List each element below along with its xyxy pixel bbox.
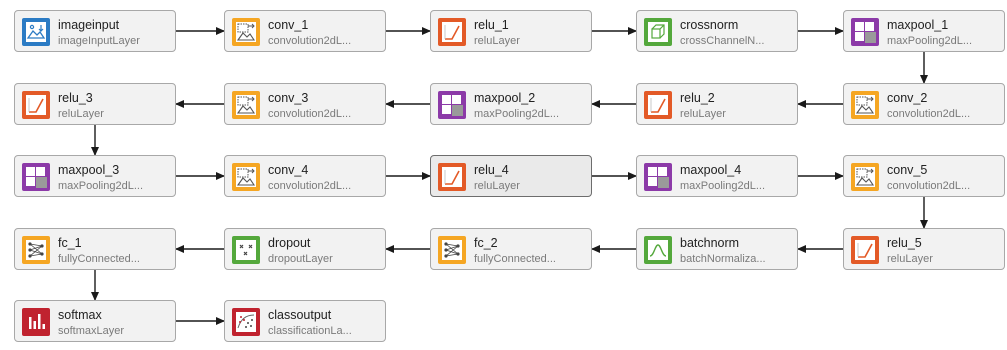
- convolution-icon: [232, 91, 260, 119]
- layer-node-softmax[interactable]: softmax softmaxLayer: [14, 300, 176, 342]
- layer-node-fc-2[interactable]: fc_2 fullyConnected...: [430, 228, 592, 270]
- layer-node-relu-2[interactable]: relu_2 reluLayer: [636, 83, 798, 125]
- dropout-icon: [232, 236, 260, 264]
- layer-node-relu-3[interactable]: relu_3 reluLayer: [14, 83, 176, 125]
- layer-type: fullyConnected...: [474, 253, 556, 265]
- layer-name: maxpool_3: [58, 163, 120, 177]
- layer-name: softmax: [58, 308, 102, 322]
- classification-output-icon: [232, 308, 260, 336]
- layer-name: maxpool_4: [680, 163, 742, 177]
- layer-node-conv-3[interactable]: conv_3 convolution2dL...: [224, 83, 386, 125]
- convolution-icon: [851, 91, 879, 119]
- layer-name: imageinput: [58, 18, 120, 32]
- max-pooling-icon: [851, 18, 879, 46]
- layer-type: maxPooling2dL...: [58, 180, 143, 192]
- layer-name: dropout: [268, 236, 311, 250]
- max-pooling-icon: [644, 163, 672, 191]
- convolution-icon: [851, 163, 879, 191]
- max-pooling-icon: [22, 163, 50, 191]
- layer-type: reluLayer: [474, 35, 520, 47]
- layer-name: relu_5: [887, 236, 922, 250]
- relu-icon: [851, 236, 879, 264]
- layer-node-relu-1[interactable]: relu_1 reluLayer: [430, 10, 592, 52]
- layer-name: relu_3: [58, 91, 93, 105]
- layer-name: maxpool_2: [474, 91, 536, 105]
- softmax-icon: [22, 308, 50, 336]
- layer-type: convolution2dL...: [887, 108, 971, 120]
- layer-node-crossnorm[interactable]: crossnorm crossChannelN...: [636, 10, 798, 52]
- layer-name: conv_5: [887, 163, 928, 177]
- layer-name: fc_1: [58, 236, 82, 250]
- layer-name: conv_1: [268, 18, 309, 32]
- layer-type: reluLayer: [474, 180, 520, 192]
- layer-node-conv-5[interactable]: conv_5 convolution2dL...: [843, 155, 1005, 197]
- layer-node-fc-1[interactable]: fc_1 fullyConnected...: [14, 228, 176, 270]
- layer-type: imageInputLayer: [58, 35, 140, 47]
- layer-type: batchNormaliza...: [680, 253, 766, 265]
- layer-type: fullyConnected...: [58, 253, 140, 265]
- layer-node-conv-1[interactable]: conv_1 convolution2dL...: [224, 10, 386, 52]
- layer-type: maxPooling2dL...: [474, 108, 559, 120]
- layer-node-conv-4[interactable]: conv_4 convolution2dL...: [224, 155, 386, 197]
- layer-node-maxpool-2[interactable]: maxpool_2 maxPooling2dL...: [430, 83, 592, 125]
- layer-name: batchnorm: [680, 236, 740, 250]
- layer-type: convolution2dL...: [268, 108, 352, 120]
- layer-type: maxPooling2dL...: [680, 180, 765, 192]
- layer-node-maxpool-1[interactable]: maxpool_1 maxPooling2dL...: [843, 10, 1005, 52]
- layer-name: conv_3: [268, 91, 309, 105]
- layer-node-maxpool-3[interactable]: maxpool_3 maxPooling2dL...: [14, 155, 176, 197]
- fully-connected-icon: [22, 236, 50, 264]
- layer-node-maxpool-4[interactable]: maxpool_4 maxPooling2dL...: [636, 155, 798, 197]
- layer-node-relu-5[interactable]: relu_5 reluLayer: [843, 228, 1005, 270]
- layer-node-imageinput[interactable]: imageinput imageInputLayer: [14, 10, 176, 52]
- layer-name: maxpool_1: [887, 18, 949, 32]
- layer-type: softmaxLayer: [58, 325, 125, 337]
- relu-icon: [438, 163, 466, 191]
- layer-name: crossnorm: [680, 18, 739, 32]
- relu-icon: [644, 91, 672, 119]
- layer-name: conv_4: [268, 163, 309, 177]
- relu-icon: [438, 18, 466, 46]
- layer-type: convolution2dL...: [887, 180, 971, 192]
- image-input-icon: [22, 18, 50, 46]
- layer-name: relu_2: [680, 91, 715, 105]
- layer-node-conv-2[interactable]: conv_2 convolution2dL...: [843, 83, 1005, 125]
- max-pooling-icon: [438, 91, 466, 119]
- convolution-icon: [232, 18, 260, 46]
- layer-type: convolution2dL...: [268, 180, 352, 192]
- layer-name: relu_1: [474, 18, 509, 32]
- layer-name: fc_2: [474, 236, 498, 250]
- layer-node-relu-4[interactable]: relu_4 reluLayer: [430, 155, 592, 197]
- layer-type: maxPooling2dL...: [887, 35, 972, 47]
- layer-node-batchnorm[interactable]: batchnorm batchNormaliza...: [636, 228, 798, 270]
- layer-name: relu_4: [474, 163, 509, 177]
- batch-norm-icon: [644, 236, 672, 264]
- layer-type: reluLayer: [680, 108, 726, 120]
- layer-name: classoutput: [268, 308, 332, 322]
- layer-type: crossChannelN...: [680, 35, 765, 47]
- layer-type: convolution2dL...: [268, 35, 352, 47]
- layer-type: reluLayer: [887, 253, 933, 265]
- layer-type: reluLayer: [58, 108, 104, 120]
- layer-type: classificationLa...: [268, 325, 352, 337]
- convolution-icon: [232, 163, 260, 191]
- layer-name: conv_2: [887, 91, 928, 105]
- relu-icon: [22, 91, 50, 119]
- layer-type: dropoutLayer: [268, 253, 333, 265]
- fully-connected-icon: [438, 236, 466, 264]
- layer-node-classoutput[interactable]: classoutput classificationLa...: [224, 300, 386, 342]
- layer-node-dropout[interactable]: dropout dropoutLayer: [224, 228, 386, 270]
- cross-channel-norm-icon: [644, 18, 672, 46]
